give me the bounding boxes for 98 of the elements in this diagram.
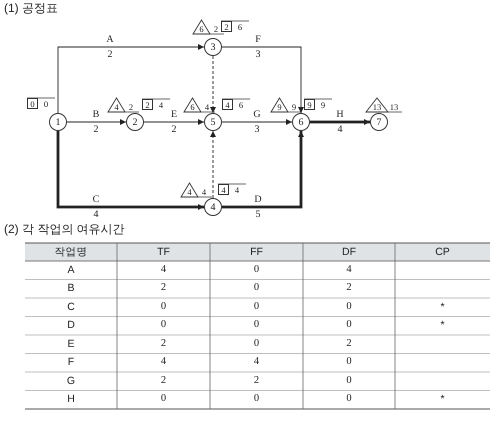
edge-label: B <box>92 110 100 120</box>
node-time: 4 <box>187 188 192 196</box>
node-time: 0 <box>44 100 48 108</box>
table-cell: 2 <box>346 338 352 350</box>
table-cell: 0 <box>254 338 260 350</box>
section-heading: (2) 각 작업의 여유시간 <box>4 223 125 235</box>
table-cell: 2 <box>160 376 166 386</box>
table-cell: 0 <box>346 394 352 405</box>
table-cell: 4 <box>254 357 260 368</box>
arrow <box>210 56 216 114</box>
table-header-cell: DF <box>342 246 356 257</box>
table-cell: H <box>67 394 75 405</box>
table-cell: 0 <box>254 264 260 276</box>
node-time: 4 <box>234 186 240 194</box>
edge-label: E <box>170 110 178 120</box>
node-time: 2 <box>214 25 218 34</box>
table-cell: * <box>440 320 445 331</box>
event-node: 2 <box>126 113 144 131</box>
arrow <box>210 130 216 198</box>
table-cell: * <box>440 394 445 405</box>
table-cell: 2 <box>160 283 166 294</box>
arrow <box>222 46 304 114</box>
table-cell: 4 <box>160 264 166 276</box>
edge-label: 3 <box>256 50 260 60</box>
node-time: 6 <box>238 101 244 110</box>
edge-label: 4 <box>338 125 342 135</box>
table-cell: B <box>68 283 74 294</box>
boxed-number: 2 <box>142 99 153 110</box>
table-cell: 0 <box>160 320 166 331</box>
table-cell: 2 <box>160 338 166 350</box>
boxed-number: 4 <box>218 184 229 195</box>
table-cell: G <box>66 376 76 386</box>
event-node: 3 <box>204 38 222 56</box>
node-time: 4 <box>158 101 164 110</box>
table-cell: 4 <box>160 357 166 368</box>
boxed-number: 9 <box>304 99 315 110</box>
boxed-number: 2 <box>221 21 232 32</box>
node-time: 2 <box>128 103 134 112</box>
event-node: 5 <box>204 113 222 131</box>
node-time: 4 <box>202 188 206 196</box>
edge-label: A <box>106 35 114 45</box>
event-node: 4 <box>204 198 222 216</box>
table-cell: A <box>68 264 74 276</box>
edge-label: 5 <box>256 210 260 220</box>
node-time: 4 <box>204 103 210 112</box>
node-time: 13 <box>390 103 398 112</box>
table-header-cell: TF <box>157 246 170 257</box>
table-cell: 0 <box>346 376 352 386</box>
arrow <box>56 131 204 210</box>
edge-label: 2 <box>108 50 112 60</box>
arrow <box>310 119 370 125</box>
boxed-number: 0 <box>27 98 38 109</box>
table-cell: D <box>67 320 75 331</box>
node-time: 9 <box>277 103 282 112</box>
table-cell: 0 <box>160 394 166 405</box>
edge-label: 2 <box>94 125 98 135</box>
node-time: 6 <box>199 25 204 34</box>
table-header-cell: CP <box>435 246 450 257</box>
table-header-cell: FF <box>250 246 263 257</box>
node-time: 4 <box>114 103 119 112</box>
event-node: 7 <box>370 113 388 131</box>
arrow <box>222 131 304 208</box>
table-cell: 0 <box>254 302 260 312</box>
table-cell: 0 <box>254 394 260 405</box>
arrow <box>66 119 126 125</box>
table-cell: 0 <box>346 302 352 312</box>
table-cell: 0 <box>346 357 352 368</box>
table-cell: 2 <box>346 283 352 294</box>
arrow <box>144 119 204 125</box>
node-time: 9 <box>320 101 326 110</box>
table-cell: 4 <box>346 264 352 276</box>
arrow <box>58 44 204 114</box>
edge-label: 2 <box>172 125 176 135</box>
table-header-cell: 작업명 <box>54 246 88 257</box>
node-time: 9 <box>292 103 296 112</box>
arrow <box>222 119 292 125</box>
table-cell: 0 <box>254 283 260 294</box>
table-cell: C <box>67 302 75 312</box>
edge-label: 3 <box>254 125 260 135</box>
edge-label: C <box>92 195 100 205</box>
edge-label: D <box>254 195 262 205</box>
table-cell: 0 <box>346 320 352 331</box>
edge-label: G <box>253 110 261 120</box>
section-heading: (1) 공정표 <box>4 2 58 14</box>
event-node: 1 <box>49 113 67 131</box>
table-cell: 0 <box>160 302 166 312</box>
edge-label: 4 <box>94 210 98 220</box>
edge-label: H <box>336 110 344 120</box>
boxed-number: 4 <box>222 99 233 110</box>
node-time: 6 <box>238 23 242 32</box>
table-cell: F <box>68 357 74 368</box>
table-cell: E <box>68 338 74 350</box>
table-cell: 2 <box>254 376 260 386</box>
event-node: 6 <box>292 113 310 131</box>
table-cell: * <box>440 302 445 312</box>
node-time: 6 <box>190 103 195 112</box>
table-cell: 0 <box>254 320 260 331</box>
edge-label: F <box>255 35 261 45</box>
